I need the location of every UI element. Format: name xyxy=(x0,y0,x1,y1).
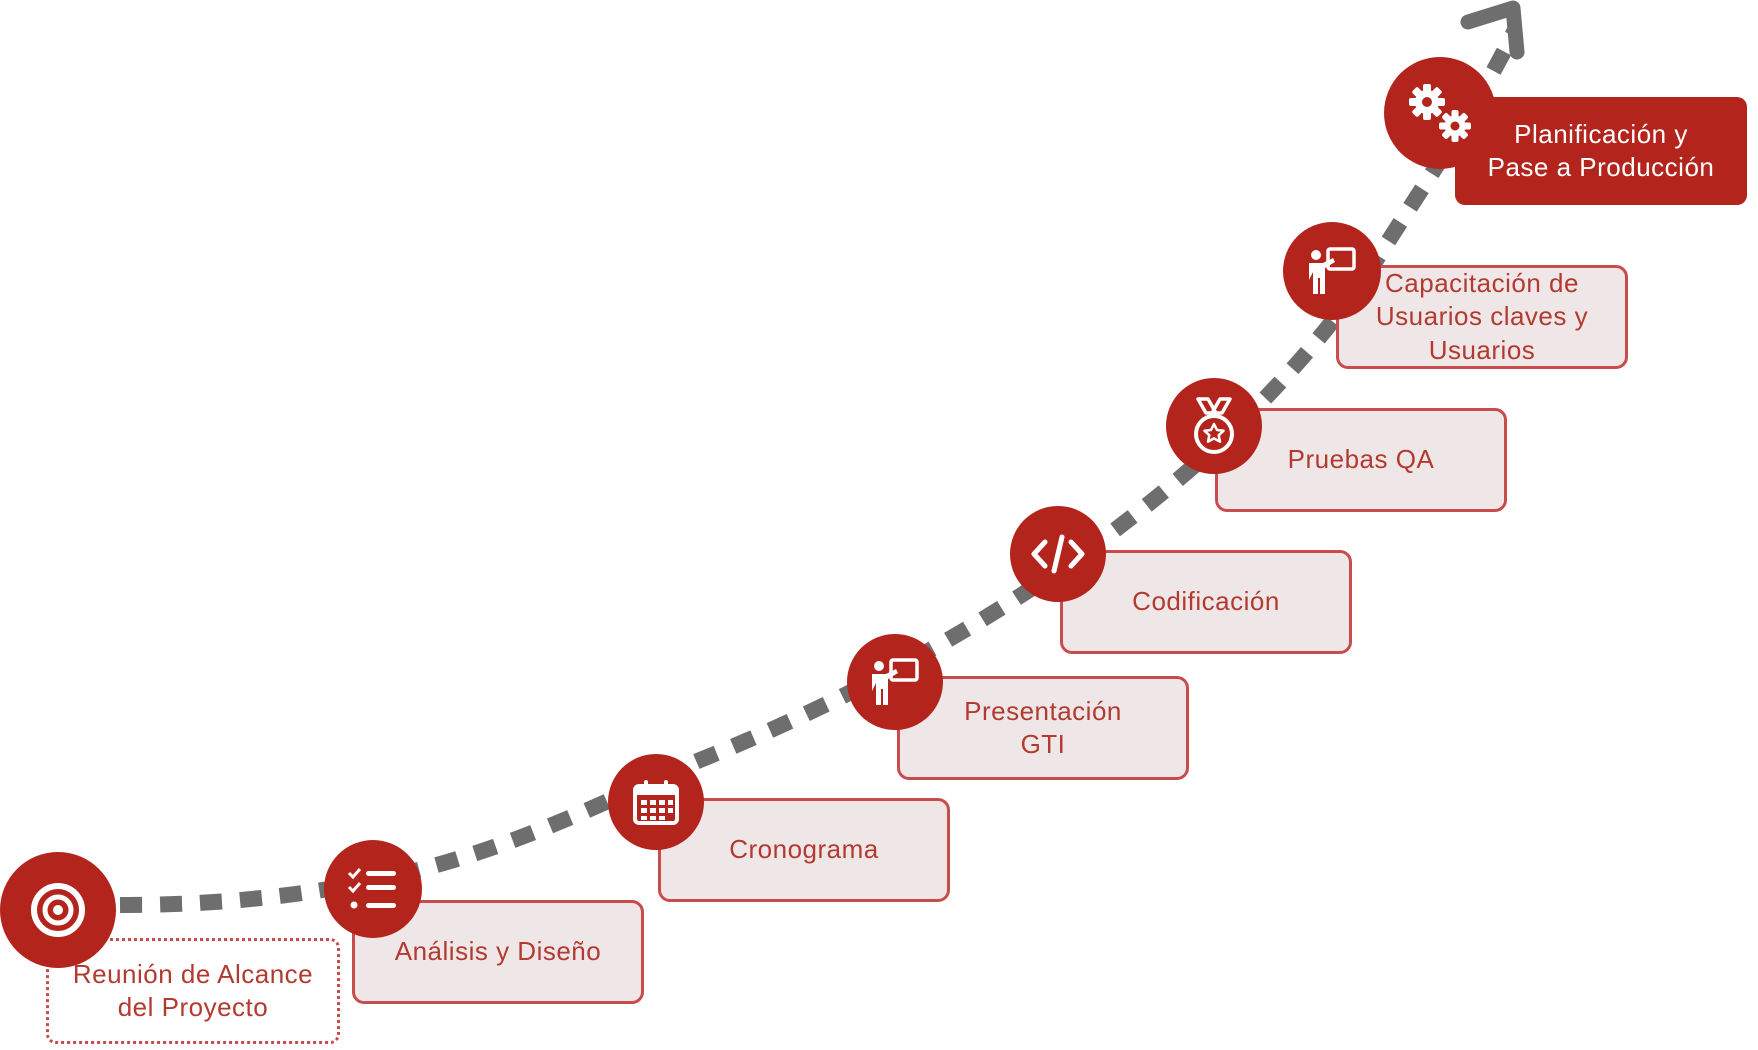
step-label: Pase a Producción xyxy=(1487,152,1715,182)
presenter-icon xyxy=(872,658,919,705)
step-box-3: Cronograma xyxy=(658,798,950,902)
step-label: Codificación xyxy=(1132,586,1280,617)
step-circle-1 xyxy=(0,852,116,968)
target-icon xyxy=(31,883,85,937)
calendar-icon xyxy=(633,780,679,825)
step-box-6: Pruebas QA xyxy=(1215,408,1507,512)
step-label: Pruebas QA xyxy=(1287,444,1435,475)
step-label: GTI xyxy=(1020,729,1066,759)
code-icon xyxy=(1031,534,1085,574)
step-label: Presentación xyxy=(964,695,1122,726)
arrow-head-icon xyxy=(1460,0,1525,60)
step-circle-3 xyxy=(608,754,704,850)
checklist-icon xyxy=(347,868,396,909)
medal-icon xyxy=(1194,397,1234,454)
step-circle-4 xyxy=(847,634,943,730)
step-label: del Proyecto xyxy=(117,992,269,1022)
step-box-5: Codificación xyxy=(1060,550,1352,654)
step-label: Usuarios xyxy=(1428,334,1536,365)
step-label: Usuarios claves y xyxy=(1375,301,1589,332)
step-label: Capacitación de xyxy=(1385,268,1579,299)
step-box-8: Planificación y Pase a Producción xyxy=(1455,97,1747,205)
step-circle-6 xyxy=(1166,378,1262,474)
step-circle-7 xyxy=(1283,222,1381,320)
step-label: Cronograma xyxy=(729,834,879,865)
step-box-4: Presentación GTI xyxy=(897,676,1189,780)
step-label: Análisis y Diseño xyxy=(394,936,602,967)
step-circle-2 xyxy=(324,840,422,938)
step-label: Reunión de Alcance xyxy=(72,958,314,989)
step-circle-5 xyxy=(1010,506,1106,602)
presenter-icon xyxy=(1309,247,1356,294)
step-circle-8 xyxy=(1384,57,1496,169)
step-box-1: Reunión de Alcance del Proyecto xyxy=(46,938,340,1044)
step-label: Planificación y xyxy=(1514,118,1688,149)
gears-icon xyxy=(1409,84,1471,142)
step-box-7: Capacitación de Usuarios claves y Usuari… xyxy=(1336,265,1628,369)
